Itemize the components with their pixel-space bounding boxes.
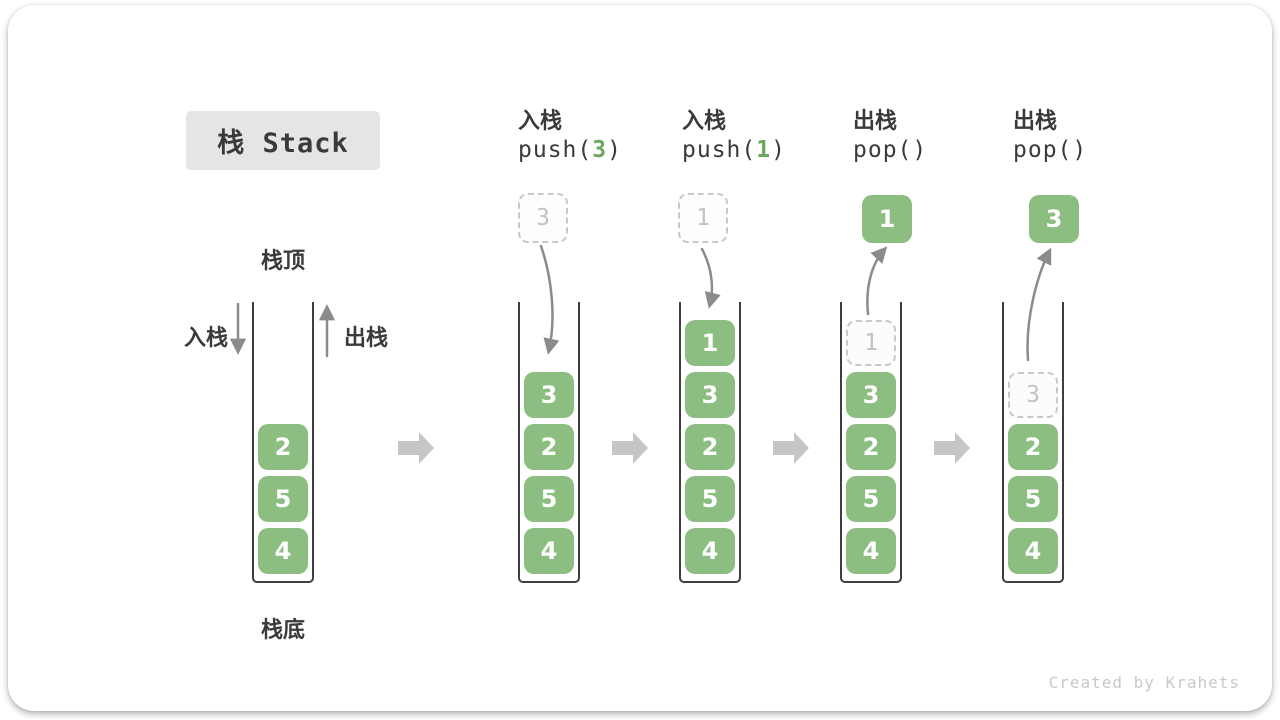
stack-cell: 5 [524, 476, 574, 522]
stack-cell: 2 [258, 424, 308, 470]
op-name: 出栈 [853, 108, 898, 133]
op-name: 入栈 [682, 108, 727, 133]
credit-text: Created by Krahets [1048, 673, 1240, 692]
push-side-label: 入栈 [183, 325, 228, 350]
stack-cell: 4 [685, 528, 735, 574]
popped-ghost-cell: 3 [1008, 372, 1058, 418]
op-code: pop() [853, 137, 927, 163]
stack-cell: 1 [685, 320, 735, 366]
title-badge: 栈 Stack [186, 111, 380, 170]
incoming-value-box: 1 [678, 193, 728, 243]
stack-container [252, 302, 314, 583]
stack-cell: 5 [685, 476, 735, 522]
op-code-arg: 3 [592, 137, 608, 163]
op-code-text: ) [771, 137, 786, 163]
stack-cell: 5 [258, 476, 308, 522]
stack-cell: 4 [524, 528, 574, 574]
stack-bottom-label: 栈底 [260, 617, 305, 642]
op-code-text: push( [518, 137, 593, 163]
stack-cell: 4 [846, 528, 896, 574]
op-code: push(1) [682, 137, 786, 163]
incoming-value-box: 3 [518, 193, 568, 243]
title-text: 栈 Stack [217, 128, 349, 159]
stack-cell: 4 [258, 528, 308, 574]
op-code: pop() [1013, 137, 1087, 163]
op-name: 入栈 [518, 108, 563, 133]
stack-cell: 4 [1008, 528, 1058, 574]
stack-top-label: 栈顶 [260, 248, 305, 273]
stack-cell: 3 [685, 372, 735, 418]
op-name: 出栈 [1013, 108, 1058, 133]
stack-container [679, 302, 741, 583]
op-code-text: push( [682, 137, 757, 163]
stack-cell: 2 [524, 424, 574, 470]
stack-cell: 2 [685, 424, 735, 470]
popped-ghost-cell: 1 [846, 320, 896, 366]
op-code-text: ) [607, 137, 622, 163]
stack-cell: 3 [846, 372, 896, 418]
op-code: push(3) [518, 137, 622, 163]
stack-cell: 5 [846, 476, 896, 522]
stack-cell: 2 [1008, 424, 1058, 470]
stack-cell: 2 [846, 424, 896, 470]
popped-value-box: 3 [1029, 195, 1079, 243]
stack-cell: 5 [1008, 476, 1058, 522]
stack-container [1002, 302, 1064, 583]
stack-container [518, 302, 580, 583]
pop-side-label: 出栈 [344, 325, 389, 350]
popped-value-box: 1 [862, 195, 912, 243]
stack-cell: 3 [524, 372, 574, 418]
op-code-arg: 1 [756, 137, 772, 163]
op-code-text: pop() [853, 137, 928, 163]
stack-container [840, 302, 902, 583]
op-code-text: pop() [1013, 137, 1088, 163]
